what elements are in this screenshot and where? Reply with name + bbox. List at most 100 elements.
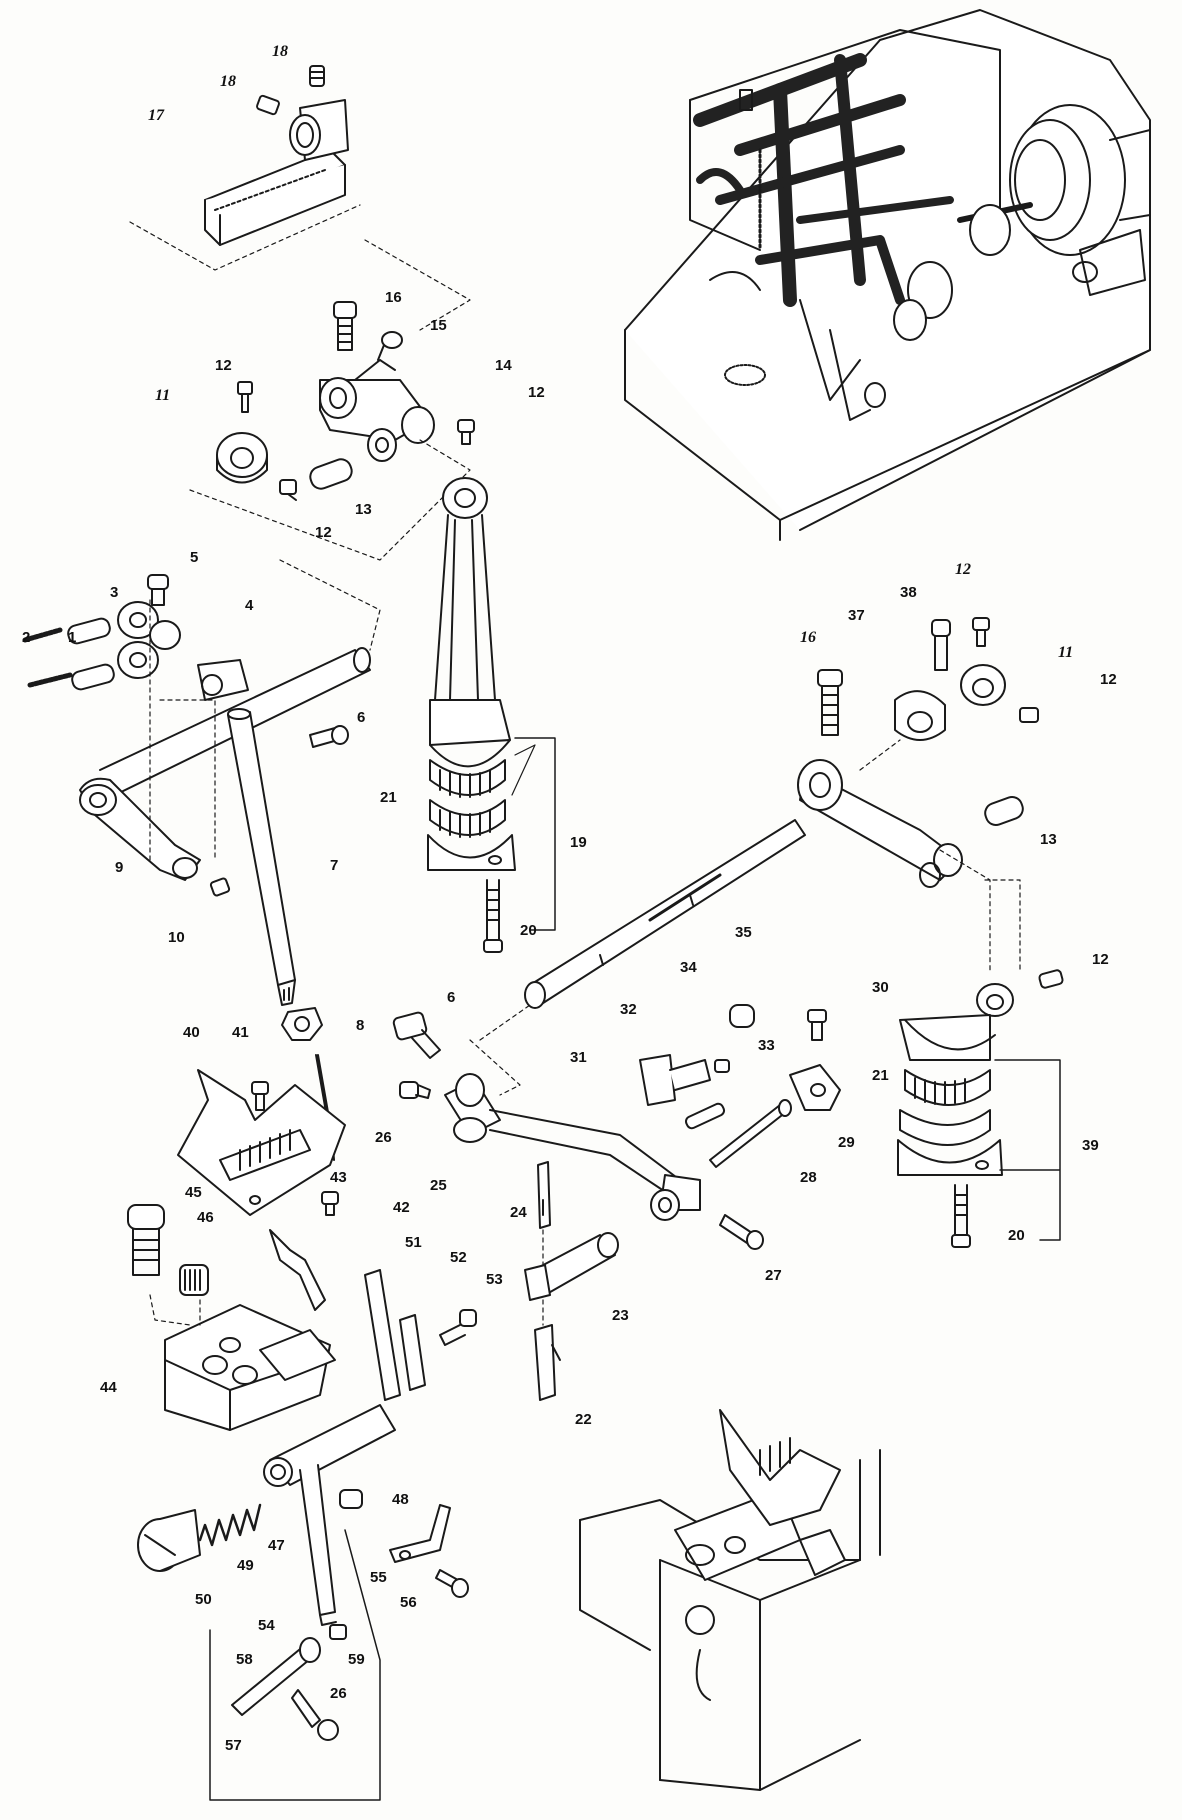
part-23-bushing xyxy=(524,1232,619,1301)
callout-17: 17 xyxy=(148,107,164,124)
assembled-bed-view xyxy=(579,1409,881,1791)
callout-3: 3 xyxy=(110,584,119,601)
boundary-17 xyxy=(129,204,361,271)
bracket-39 xyxy=(994,1059,1061,1241)
part-37-collar xyxy=(894,690,946,741)
callout-21: 21 xyxy=(872,1067,889,1084)
screw-6a xyxy=(309,725,349,748)
part-58-pin xyxy=(231,1637,321,1716)
callout-54: 54 xyxy=(258,1617,275,1634)
part-3-link xyxy=(117,601,181,679)
callout-26: 26 xyxy=(375,1129,392,1146)
part-19-connecting-rod xyxy=(429,477,511,768)
screw-12c xyxy=(279,479,297,501)
screw-33 xyxy=(714,1059,730,1073)
callout-39: 39 xyxy=(1082,1137,1099,1154)
callout-23: 23 xyxy=(612,1307,629,1324)
callout-25: 25 xyxy=(430,1177,447,1194)
part-21-bearing-upper xyxy=(429,759,506,798)
part-35-shaft xyxy=(524,819,806,1009)
callout-50: 50 xyxy=(195,1591,212,1608)
pin-31 xyxy=(684,1102,726,1130)
callout-6: 6 xyxy=(447,989,456,1006)
boundary-11-14 xyxy=(189,439,471,561)
callout-59: 59 xyxy=(348,1651,365,1668)
callout-12: 12 xyxy=(955,561,971,578)
callout-16: 16 xyxy=(800,629,816,646)
callout-12: 12 xyxy=(1100,671,1117,688)
screw-26a xyxy=(399,1081,431,1099)
callout-28: 28 xyxy=(800,1169,817,1186)
part-55-link xyxy=(389,1504,451,1563)
part-29-cam xyxy=(789,1064,841,1111)
callout-11: 11 xyxy=(1058,644,1074,661)
set-screw-18b xyxy=(256,94,280,116)
screw-43 xyxy=(321,1191,339,1216)
part-24-plate xyxy=(537,1161,551,1229)
screw-27 xyxy=(719,1214,764,1250)
screw-16a xyxy=(333,301,357,351)
callout-51: 51 xyxy=(405,1234,422,1251)
callout-19: 19 xyxy=(570,834,587,851)
bracket-19 xyxy=(514,737,556,931)
callout-43: 43 xyxy=(330,1169,347,1186)
part-1-pin-upper xyxy=(67,617,111,645)
bracket-57 xyxy=(209,1529,381,1801)
callout-35: 35 xyxy=(735,924,752,941)
callout-56: 56 xyxy=(400,1594,417,1611)
callout-37: 37 xyxy=(848,607,865,624)
screw-12e xyxy=(1019,707,1039,723)
part-11-collar xyxy=(216,432,268,484)
screw-26b xyxy=(291,1689,339,1741)
callout-4: 4 xyxy=(245,597,254,614)
part-11b-collar xyxy=(960,664,1006,706)
part-39-rod-top xyxy=(899,983,1014,1061)
part-21-bearing-right-a xyxy=(904,1069,991,1106)
part-1-pin-lower xyxy=(71,663,115,691)
part-21-bearing-lower xyxy=(429,799,506,838)
leader-19 xyxy=(511,744,536,796)
part-40-throat-plate xyxy=(177,1069,346,1216)
callout-45: 45 xyxy=(185,1184,202,1201)
callout-32: 32 xyxy=(620,1001,637,1018)
screw-30 xyxy=(807,1009,827,1041)
part-32-crank xyxy=(639,1054,711,1106)
callout-15: 15 xyxy=(430,317,447,334)
callout-20: 20 xyxy=(520,922,537,939)
part-34-bushing xyxy=(729,1004,755,1028)
callout-41: 41 xyxy=(232,1024,249,1041)
boundary-3-9 xyxy=(149,599,216,861)
callout-9: 9 xyxy=(115,859,124,876)
callout-13: 13 xyxy=(355,501,372,518)
callout-2: 2 xyxy=(22,629,31,646)
callout-47: 47 xyxy=(268,1537,285,1554)
callout-11: 11 xyxy=(155,387,171,404)
boundary-15-16 xyxy=(364,239,471,331)
callout-48: 48 xyxy=(392,1491,409,1508)
pin-13b xyxy=(984,795,1024,827)
part-52-blade xyxy=(399,1314,426,1391)
boundary-25 xyxy=(469,1039,521,1096)
callout-6: 6 xyxy=(357,709,366,726)
callout-10: 10 xyxy=(168,929,185,946)
callout-22: 22 xyxy=(575,1411,592,1428)
boundary-36 xyxy=(859,739,1021,971)
screw-59 xyxy=(329,1624,347,1640)
screw-16b xyxy=(817,669,843,736)
callout-53: 53 xyxy=(486,1271,503,1288)
callout-12: 12 xyxy=(315,524,332,541)
callout-7: 7 xyxy=(330,857,339,874)
screw-12d xyxy=(972,617,990,647)
callout-34: 34 xyxy=(680,959,697,976)
part-25-looper-arm xyxy=(444,1073,701,1221)
screw-12f xyxy=(1038,969,1064,989)
callout-21: 21 xyxy=(380,789,397,806)
pin-13a xyxy=(309,458,353,490)
callout-13: 13 xyxy=(1040,831,1057,848)
callout-12: 12 xyxy=(215,357,232,374)
screw-12a xyxy=(237,381,253,413)
screw-45 xyxy=(127,1204,165,1276)
boundary-35 xyxy=(479,1004,531,1041)
screw-48 xyxy=(339,1489,363,1509)
callout-31: 31 xyxy=(570,1049,587,1066)
